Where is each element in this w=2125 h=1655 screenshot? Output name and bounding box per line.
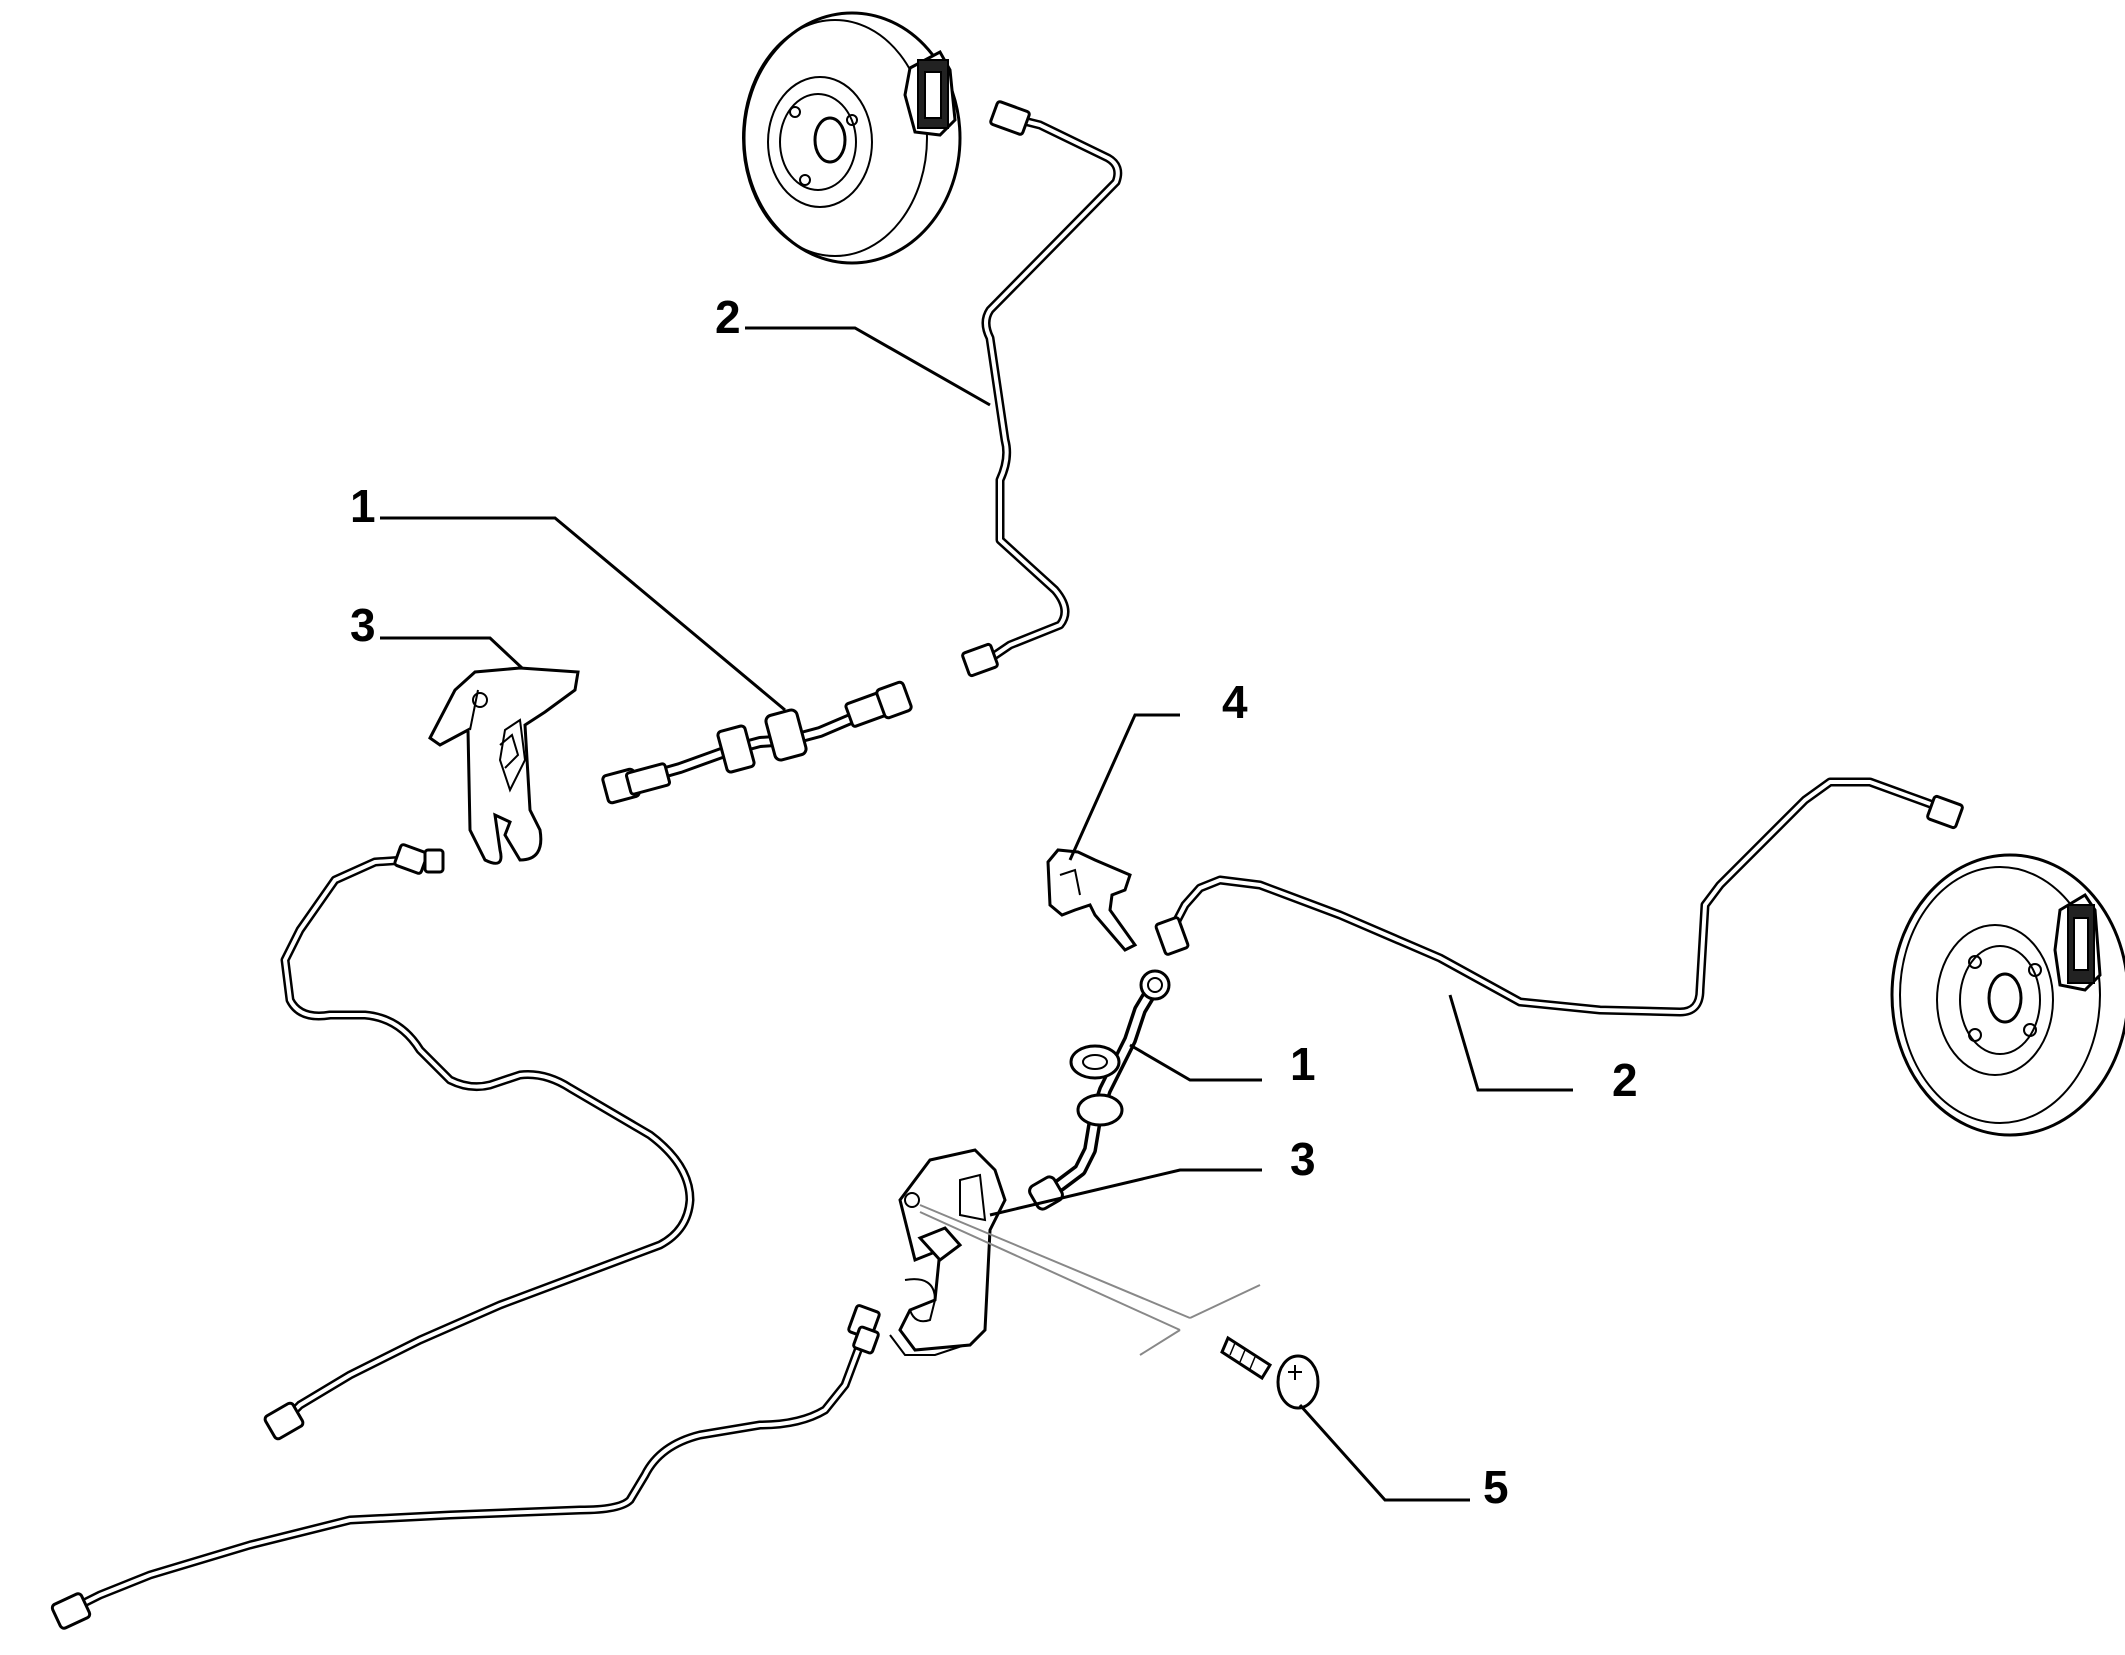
rigid-brake-pipe-upper (961, 100, 1123, 678)
brake-disc-upper (742, 11, 962, 265)
rigid-brake-pipe-bottom-long (50, 1304, 881, 1630)
flexible-hose-upper (601, 680, 913, 805)
screw (1220, 1335, 1320, 1410)
bracket-lower (889, 1148, 1007, 1356)
callout-1-upper: 1 (350, 480, 376, 532)
callout-4: 4 (1222, 676, 1248, 728)
brake-disc-lower-right (1890, 853, 2125, 1137)
clip (1046, 848, 1138, 952)
callout-3-lower: 3 (1290, 1133, 1316, 1185)
flexible-hose-lower (1028, 969, 1171, 1211)
callout-2-lower: 2 (1612, 1054, 1638, 1106)
rigid-brake-pipe-left-long (263, 843, 695, 1441)
callout-5: 5 (1483, 1461, 1509, 1513)
assembly-guide-lines (919, 1204, 1261, 1356)
rigid-brake-pipe-right (1154, 777, 1964, 1017)
callout-1-lower: 1 (1290, 1038, 1316, 1090)
bracket-upper (428, 666, 580, 865)
callout-3-upper: 3 (350, 599, 376, 651)
leader-lines (380, 326, 1573, 1502)
callout-2-upper: 2 (715, 291, 741, 343)
